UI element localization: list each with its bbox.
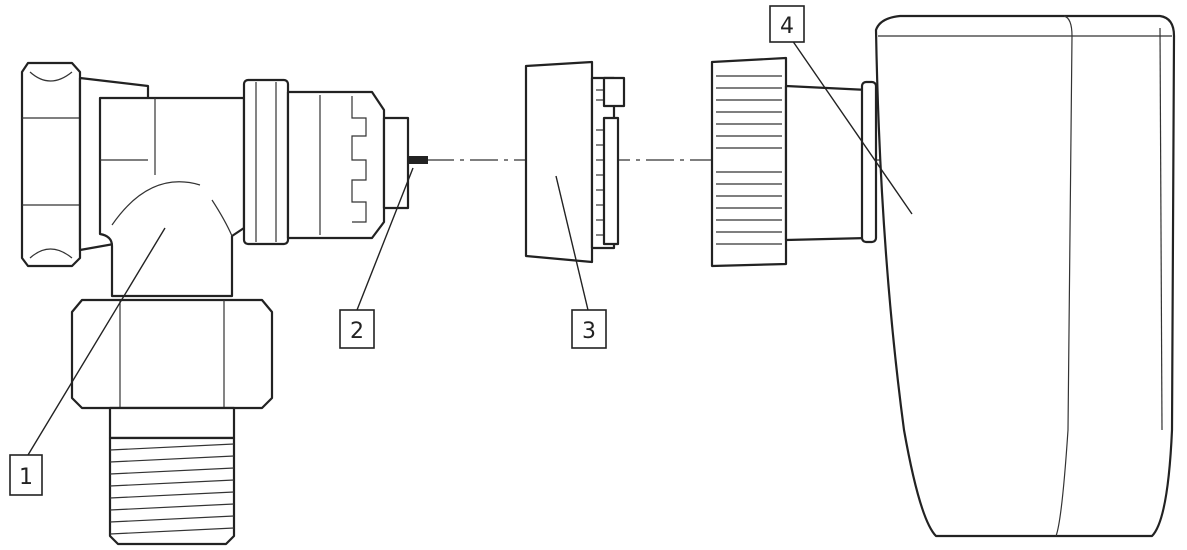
adapter — [524, 60, 626, 264]
leader-4 — [791, 39, 913, 215]
leader-2 — [356, 167, 414, 311]
callout-4: 4 — [769, 5, 805, 43]
valve-body — [20, 61, 428, 546]
callout-1-label: 1 — [19, 465, 33, 490]
callout-2: 2 — [339, 309, 375, 349]
callout-3-label: 3 — [582, 319, 596, 344]
callout-3: 3 — [571, 309, 607, 349]
leader-3 — [555, 175, 589, 311]
callout-4-label: 4 — [780, 14, 794, 39]
valve-pin — [408, 156, 428, 164]
leader-1 — [27, 227, 166, 456]
actuator — [710, 14, 1176, 538]
callout-1: 1 — [9, 454, 43, 496]
callout-2-label: 2 — [350, 319, 364, 344]
